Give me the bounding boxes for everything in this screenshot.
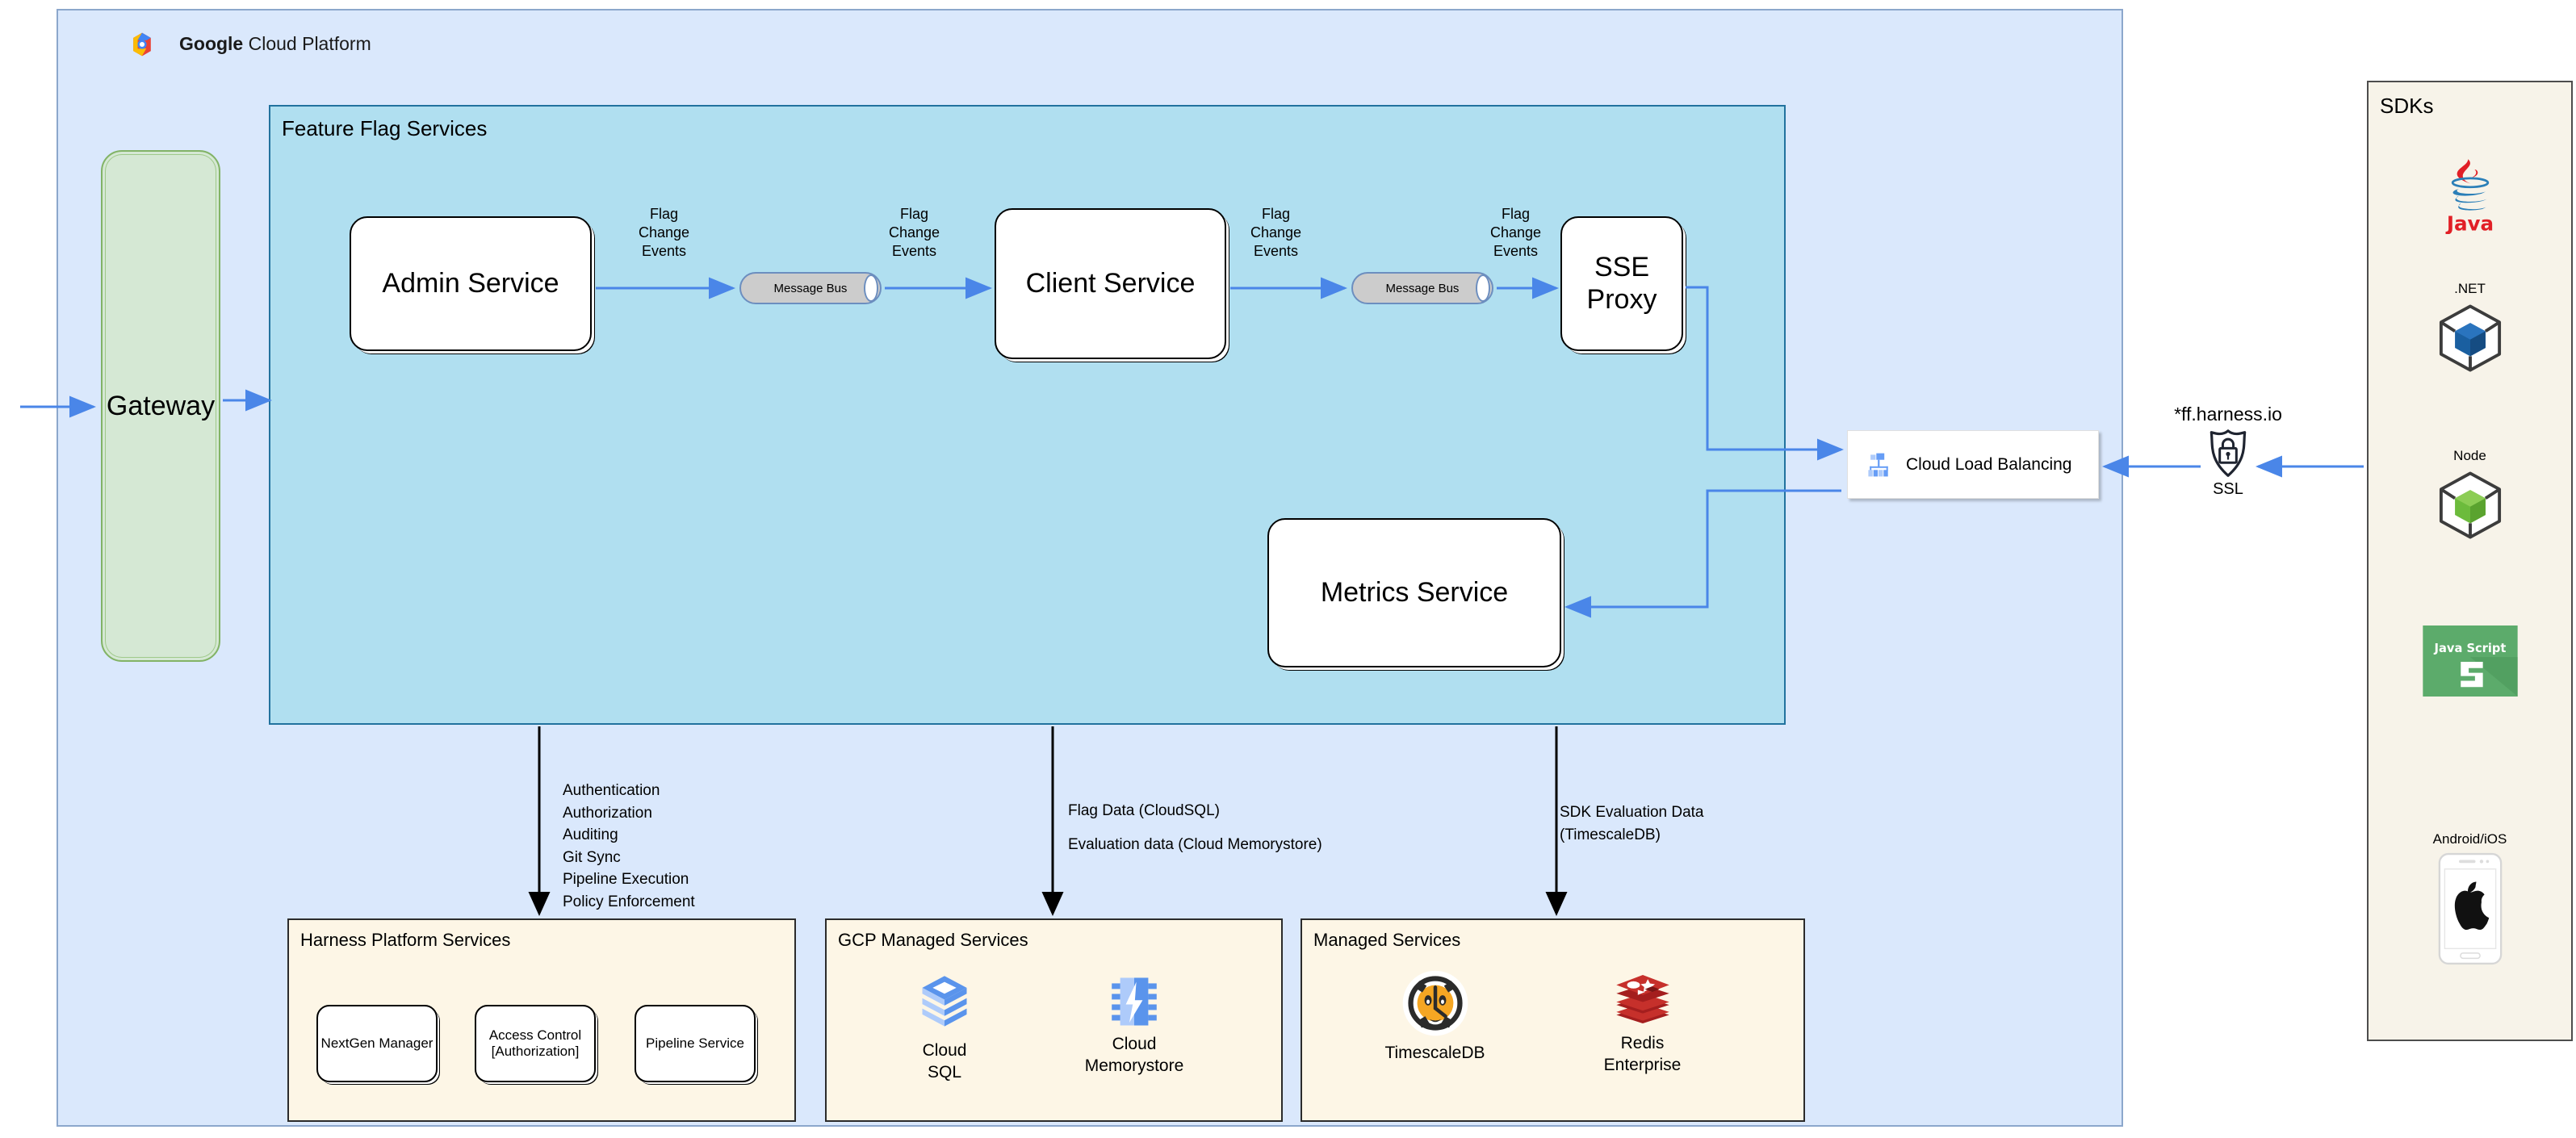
gcp-platform-title: Google Cloud Platform bbox=[179, 33, 371, 55]
cloud-memorystore-icon bbox=[1066, 973, 1203, 1031]
ssl-caption-label: SSL bbox=[2213, 480, 2243, 498]
managed-services-panel: Managed Services bbox=[1301, 918, 1805, 1122]
managed-services-title: Managed Services bbox=[1313, 930, 1461, 950]
message-bus-1[interactable]: Message Bus bbox=[739, 272, 882, 304]
sse-proxy-box[interactable]: SSE Proxy bbox=[1560, 216, 1683, 351]
gcp-arrow-annotation-line2: Evaluation data (Cloud Memorystore) bbox=[1068, 836, 1322, 853]
node-cube-icon bbox=[2367, 469, 2573, 542]
flow-label-4: Flag Change Events bbox=[1489, 206, 1542, 260]
redis-enterprise-label: Redis Enterprise bbox=[1603, 1034, 1682, 1074]
sdk-item-dotnet[interactable]: .NET bbox=[2367, 281, 2573, 374]
pipeline-service-box[interactable]: Pipeline Service bbox=[635, 1005, 756, 1082]
timescaledb-item[interactable]: TimescaleDB bbox=[1364, 969, 1506, 1065]
nextgen-manager-box[interactable]: NextGen Manager bbox=[316, 1005, 438, 1082]
gcp-managed-services-panel: GCP Managed Services bbox=[825, 918, 1283, 1122]
timescaledb-tiger-icon bbox=[1364, 969, 1506, 1038]
gcp-managed-services-title: GCP Managed Services bbox=[838, 930, 1028, 950]
cloud-load-balancing-icon bbox=[1864, 450, 1893, 479]
cloud-sql-item[interactable]: Cloud SQL bbox=[892, 973, 997, 1084]
javascript-tile-icon: Java Script bbox=[2367, 625, 2573, 697]
client-service-box[interactable]: Client Service bbox=[995, 208, 1226, 359]
sdk-item-android-ios[interactable]: Android/iOS bbox=[2367, 831, 2573, 965]
sdk-label-android-ios: Android/iOS bbox=[2432, 831, 2507, 847]
sdks-title: SDKs bbox=[2380, 94, 2434, 118]
metrics-service-box[interactable]: Metrics Service bbox=[1267, 518, 1561, 667]
harness-arrow-annotation: Authentication Authorization Auditing Gi… bbox=[563, 782, 695, 910]
ssl-shield-lock-icon bbox=[2147, 429, 2309, 479]
flow-label-2: Flag Change Events bbox=[888, 206, 940, 260]
cloud-memorystore-label: Cloud Memorystore bbox=[1084, 1035, 1184, 1075]
access-control-box[interactable]: Access Control [Authorization] bbox=[475, 1005, 596, 1082]
sdk-label-node: Node bbox=[2453, 448, 2486, 463]
gcp-arrow-annotation-line1: Flag Data (CloudSQL) bbox=[1068, 802, 1220, 819]
feature-flag-services-title: Feature Flag Services bbox=[282, 116, 488, 140]
harness-platform-services-title: Harness Platform Services bbox=[300, 930, 511, 950]
sdk-item-java[interactable]: Java bbox=[2367, 153, 2573, 234]
gcp-title-bold: Google bbox=[179, 33, 244, 54]
google-cloud-logo-icon bbox=[128, 30, 157, 59]
gateway-box[interactable]: Gateway bbox=[101, 150, 220, 662]
flow-label-1: Flag Change Events bbox=[638, 206, 690, 260]
message-bus-1-label: Message Bus bbox=[773, 281, 848, 295]
dotnet-cube-icon bbox=[2367, 302, 2573, 374]
cloud-load-balancing-label: Cloud Load Balancing bbox=[1906, 454, 2072, 474]
flow-label-3: Flag Change Events bbox=[1250, 206, 1302, 260]
redis-stack-icon bbox=[1576, 970, 1709, 1028]
redis-enterprise-item[interactable]: Redis Enterprise bbox=[1576, 970, 1709, 1077]
svg-text:Java: Java bbox=[2444, 211, 2493, 234]
timescaledb-label: TimescaleDB bbox=[1384, 1044, 1485, 1062]
sdk-item-javascript[interactable]: Java Script bbox=[2367, 625, 2573, 697]
managed-arrow-annotation: SDK Evaluation Data (TimescaleDB) bbox=[1560, 804, 1704, 843]
message-bus-2[interactable]: Message Bus bbox=[1351, 272, 1493, 304]
message-bus-2-label: Message Bus bbox=[1385, 281, 1460, 295]
cloud-load-balancing-box[interactable]: Cloud Load Balancing bbox=[1847, 430, 2099, 499]
admin-service-box[interactable]: Admin Service bbox=[350, 216, 592, 351]
java-logo-icon: Java bbox=[2367, 153, 2573, 234]
ssl-domain-label: *ff.harness.io bbox=[2174, 404, 2282, 425]
cloud-memorystore-item[interactable]: Cloud Memorystore bbox=[1066, 973, 1203, 1077]
mobile-apple-icon bbox=[2367, 852, 2573, 965]
sdk-label-dotnet: .NET bbox=[2454, 281, 2486, 296]
svg-text:Java Script: Java Script bbox=[2433, 642, 2506, 655]
sdk-item-node[interactable]: Node bbox=[2367, 448, 2573, 542]
ssl-group: *ff.harness.io SSL bbox=[2147, 404, 2309, 499]
cloud-sql-icon bbox=[892, 973, 997, 1037]
cloud-sql-label: Cloud SQL bbox=[922, 1041, 967, 1082]
gcp-title-rest: Cloud Platform bbox=[243, 33, 371, 54]
